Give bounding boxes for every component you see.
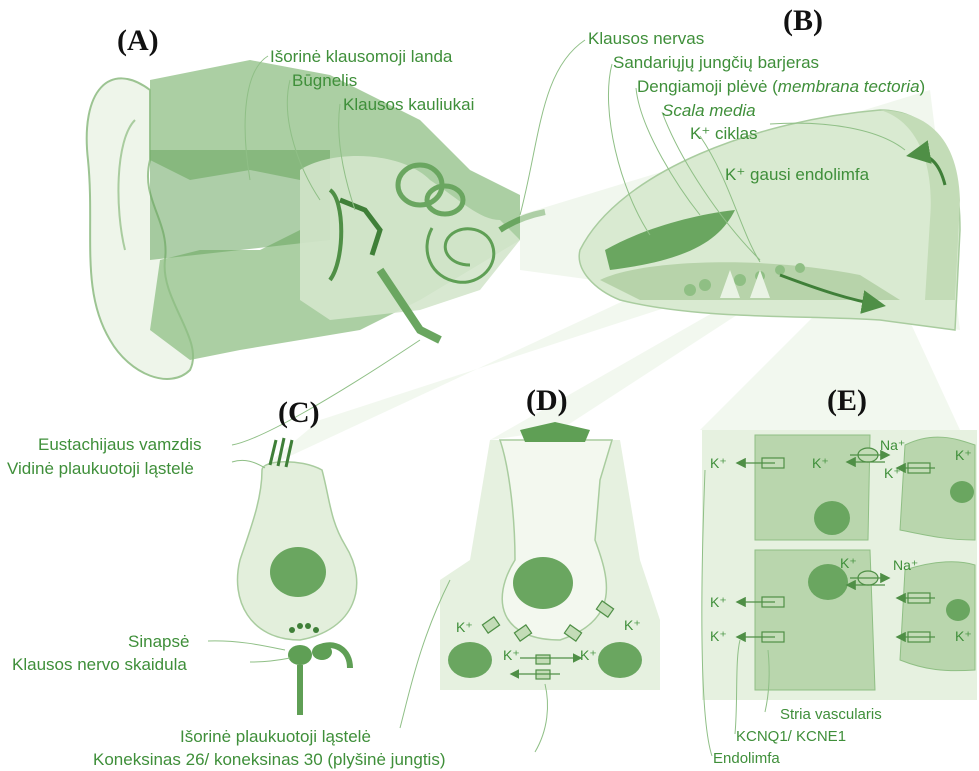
label-inner-hair-cell: Vidinė plaukuotoji ląstelė (7, 459, 194, 478)
panel-letter-a: (A) (117, 24, 159, 57)
panel-letter-d: (D) (526, 384, 568, 417)
supporting-cell-right (598, 642, 642, 678)
label-kcnq: KCNQ1/ KCNE1 (736, 728, 846, 745)
panel-letter-c: (C) (278, 396, 320, 429)
outer-hair-cell-nucleus (513, 557, 573, 609)
label-ossicles: Klausos kauliukai (343, 95, 474, 114)
ion-k-e-8: K⁺ (955, 628, 972, 644)
panel-a-ear-anatomy (87, 60, 545, 379)
ion-k-e-7: K⁺ (710, 628, 727, 644)
panel-letter-b: (B) (783, 4, 823, 37)
ion-k-e-6: K⁺ (710, 594, 727, 610)
label-auditory-nerve: Klausos nervas (588, 29, 704, 48)
ion-na-e-1: Na⁺ (880, 437, 905, 453)
label-nerve-fiber: Klausos nervo skaidula (12, 655, 187, 674)
ion-k-d-3: K⁺ (503, 647, 520, 663)
ion-k-e-4: K⁺ (955, 447, 972, 463)
label-connexin: Koneksinas 26/ koneksinas 30 (plyšinė ju… (93, 750, 445, 769)
label-endolymph: Endolimfa (713, 750, 780, 767)
ion-k-e-1: K⁺ (710, 455, 727, 471)
label-k-cycle: K⁺ ciklas (690, 124, 758, 143)
panel-b-cochlear-duct (579, 110, 960, 330)
supporting-cell-left (448, 642, 492, 678)
label-tectorial: Dengiamoji plėvė (membrana tectoria) (637, 77, 925, 96)
label-outer-hair-cell: Išorinė plaukuotoji ląstelė (180, 727, 371, 746)
panel-letter-e: (E) (827, 384, 867, 417)
ion-k-e-3: K⁺ (884, 465, 901, 481)
ion-k-d-2: K⁺ (624, 617, 641, 633)
ion-k-d-4: K⁺ (580, 647, 597, 663)
panel-d-supporting-cells (440, 422, 660, 690)
ion-k-e-2: K⁺ (812, 455, 829, 471)
label-k-rich-endolymph: K⁺ gausi endolimfa (725, 165, 870, 184)
label-scala-media: Scala media (662, 101, 756, 120)
label-tight-junction: Sandariųjų jungčių barjeras (613, 53, 819, 72)
label-eustachian-tube: Eustachijaus vamzdis (38, 435, 201, 454)
inner-hair-cell-nucleus (270, 547, 326, 597)
label-synapse: Sinapsė (128, 632, 189, 651)
ion-na-e-2: Na⁺ (893, 557, 918, 573)
ion-k-d-1: K⁺ (456, 619, 473, 635)
label-outer-canal: Išorinė klausomoji landa (270, 47, 453, 66)
label-stria-vascularis: Stria vascularis (780, 706, 882, 723)
panel-c-inner-hair-cell (238, 438, 357, 715)
nerve-fiber (288, 644, 350, 715)
label-eardrum: Būgnelis (292, 71, 357, 90)
ion-k-e-5: K⁺ (840, 555, 857, 571)
